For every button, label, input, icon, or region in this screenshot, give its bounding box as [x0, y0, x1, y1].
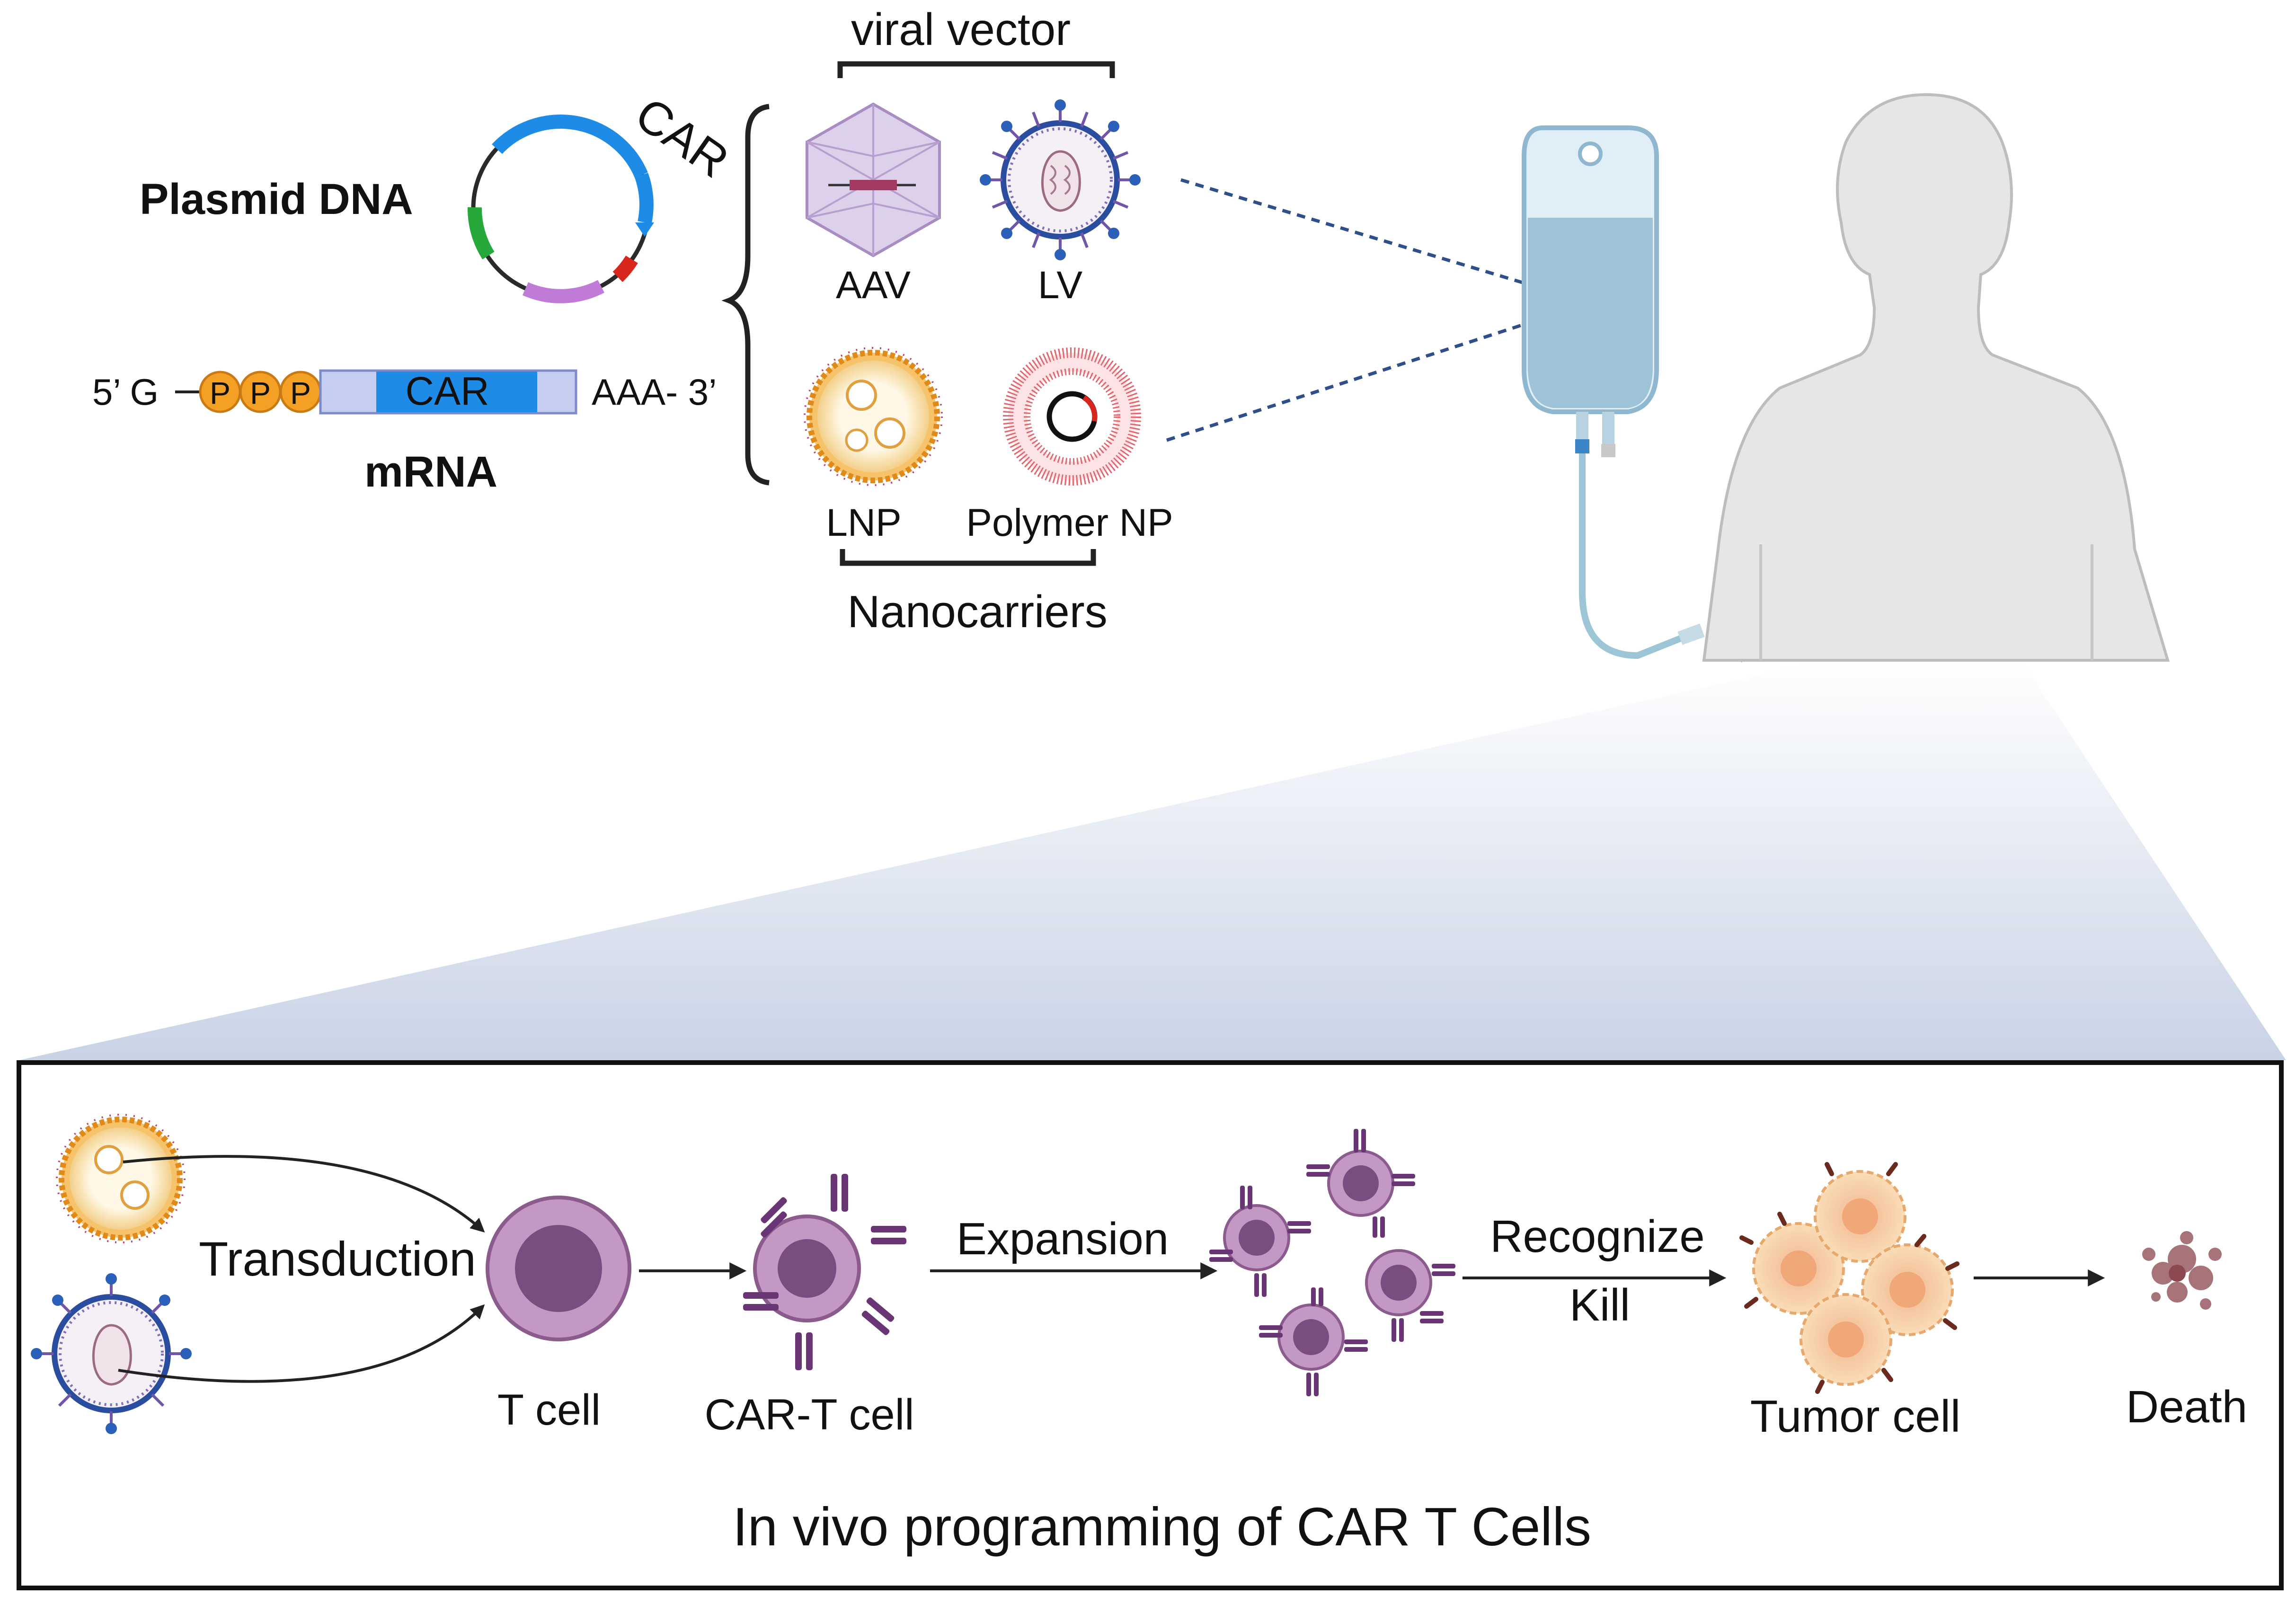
expansion-label: Expansion	[957, 1214, 1169, 1264]
t-cell-label: T cell	[497, 1386, 601, 1434]
viral-vector-bracket	[837, 61, 1115, 78]
cap-phosphate-3: P	[279, 371, 322, 413]
mrna-3-prime-label: AAA- 3’	[592, 371, 717, 413]
cap-p-3: P	[290, 375, 311, 410]
expanded-car-t-cluster	[1209, 1129, 1455, 1396]
dashed-line-nano	[1166, 301, 1591, 442]
dead-cell	[2142, 1231, 2222, 1310]
nanocarriers-label: Nanocarriers	[847, 586, 1108, 637]
lnp-particle	[804, 347, 943, 486]
mrna-label: mRNA	[364, 448, 497, 496]
iv-bag	[1522, 125, 1770, 663]
plasmid-dna-label: Plasmid DNA	[140, 175, 413, 223]
caption: In vivo programming of CAR T Cells	[733, 1497, 1591, 1557]
car-t-cell	[743, 1174, 906, 1370]
death-label: Death	[2126, 1382, 2247, 1432]
lv-label: LV	[1038, 264, 1083, 307]
curly-brace	[721, 104, 770, 486]
lv-particle	[980, 99, 1141, 260]
recognize-label: Recognize	[1490, 1211, 1705, 1262]
tumor-cell-label: Tumor cell	[1750, 1391, 1961, 1442]
lnp-small-icon	[56, 1114, 186, 1243]
plasmid-dna: CAR	[467, 87, 738, 303]
transduction-label: Transduction	[199, 1232, 476, 1286]
cap-phosphate-1: P	[199, 371, 241, 413]
polymer-np-label: Polymer NP	[966, 501, 1173, 544]
cap-phosphate-2: P	[239, 371, 282, 413]
zoom-cone	[19, 660, 2286, 1060]
kill-label: Kill	[1569, 1280, 1630, 1330]
mrna-5-prime-label: 5’ G	[92, 371, 159, 413]
t-cell	[486, 1196, 631, 1341]
lnp-label: LNP	[826, 501, 902, 544]
aav-particle	[806, 102, 941, 257]
mrna-car-label: CAR	[405, 369, 489, 413]
transduction-arrow-top	[123, 1155, 485, 1233]
car-t-cell-label: CAR-T cell	[704, 1391, 914, 1439]
nanocarriers-bracket	[840, 549, 1096, 566]
viral-vector-label: viral vector	[851, 4, 1071, 55]
lv-small-icon	[31, 1273, 192, 1434]
aav-label: AAV	[836, 264, 911, 307]
cap-p-1: P	[210, 375, 230, 410]
mrna-construct: 5’ G P P P CAR AAA- 3’	[92, 369, 717, 415]
cap-p-2: P	[250, 375, 271, 410]
human-figure	[1702, 93, 2170, 662]
polymer-np-particle	[1003, 347, 1141, 486]
tumor-cell-cluster	[1739, 1162, 1959, 1394]
transduction-arrow-bottom	[118, 1304, 485, 1383]
